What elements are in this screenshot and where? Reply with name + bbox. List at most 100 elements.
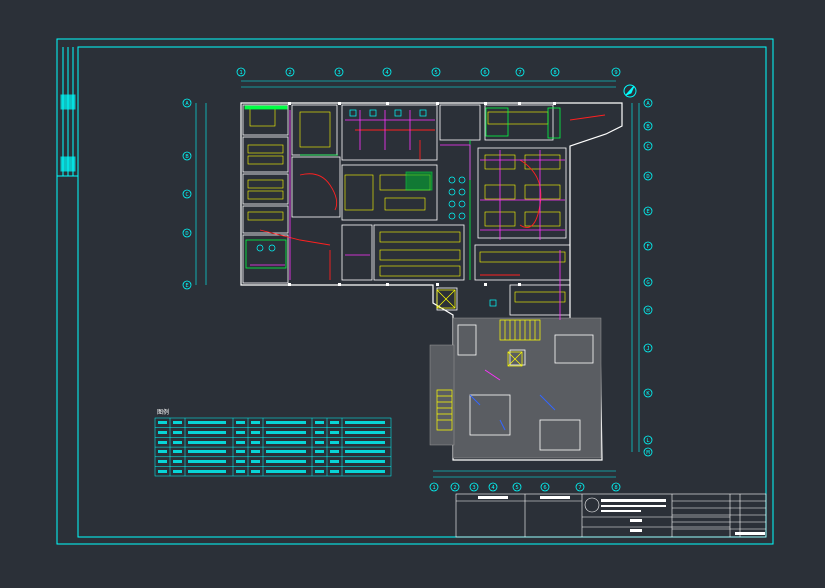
legend-cell-text xyxy=(266,431,306,434)
axis-bubble xyxy=(488,482,498,492)
axis-bubble xyxy=(469,482,479,492)
legend-cell-text xyxy=(315,470,324,473)
axis-bubble xyxy=(429,482,439,492)
legend-title: 图例 xyxy=(157,408,169,416)
stair-cores xyxy=(436,289,541,431)
axis-bubble xyxy=(382,67,392,77)
axis-label: 1 xyxy=(432,485,435,491)
light-fixtures xyxy=(256,109,497,307)
axis-bubble xyxy=(643,171,653,181)
axis-bubble xyxy=(643,206,653,216)
axis-bubble xyxy=(236,67,246,77)
axis-label: 7 xyxy=(578,485,581,491)
axis-bubble xyxy=(285,67,295,77)
legend-cell-text xyxy=(266,470,306,473)
legend-cell-text xyxy=(173,431,182,434)
legend-cell-text xyxy=(266,441,306,444)
axis-bubble xyxy=(540,482,550,492)
axis-bubble xyxy=(643,388,653,398)
floor-plan xyxy=(240,102,623,461)
legend-cell-text xyxy=(188,421,226,424)
dimension-lines xyxy=(195,80,640,478)
legend-cell-text xyxy=(251,460,260,463)
axis-bubble xyxy=(182,98,192,108)
axis-bubble xyxy=(182,280,192,290)
axis-label: 4 xyxy=(491,485,495,491)
legend-cell-text xyxy=(188,450,226,453)
legend-cell-text xyxy=(315,441,324,444)
axis-label: E xyxy=(646,209,649,215)
legend-cell-text xyxy=(345,470,385,473)
axis-label: C xyxy=(646,144,649,150)
legend-cell-text xyxy=(188,460,226,463)
axis-bubble xyxy=(182,151,192,161)
axis-bubble xyxy=(611,482,621,492)
structural-columns xyxy=(288,102,556,286)
axis-bubble xyxy=(611,67,621,77)
legend-cell-text xyxy=(330,441,339,444)
legend-cell-text xyxy=(236,460,245,463)
legend-cell-text xyxy=(330,470,339,473)
axis-bubble xyxy=(575,482,585,492)
axis-bubble xyxy=(643,241,653,251)
legend-cell-text xyxy=(158,460,167,463)
legend-cell-text xyxy=(158,441,167,444)
axis-label: 3 xyxy=(337,70,340,76)
legend-cell-text xyxy=(158,470,167,473)
legend-cell-text xyxy=(236,431,245,434)
legend-cell-text xyxy=(315,460,324,463)
legend-cell-text xyxy=(345,460,385,463)
axis-bubble xyxy=(643,435,653,445)
axis-label: F xyxy=(646,244,649,250)
legend-cell-text xyxy=(173,441,182,444)
axis-label: M xyxy=(646,450,650,456)
axis-label: 4 xyxy=(385,70,389,76)
axis-label: 2 xyxy=(453,485,456,491)
legend-cell-text xyxy=(330,431,339,434)
axis-label: 5 xyxy=(515,485,518,491)
legend-cell-text xyxy=(158,431,167,434)
axis-label: 6 xyxy=(483,70,486,76)
legend-cell-text xyxy=(315,421,324,424)
legend-cell-text xyxy=(345,450,385,453)
axis-bubble xyxy=(450,482,460,492)
axis-bubble xyxy=(182,189,192,199)
axis-bubble xyxy=(515,67,525,77)
axis-label: K xyxy=(646,391,650,397)
company-seal-icon xyxy=(584,497,600,513)
axis-bubble xyxy=(643,121,653,131)
axis-label: D xyxy=(185,231,188,237)
legend-cell-text xyxy=(330,421,339,424)
axis-label: G xyxy=(646,280,649,286)
axis-bubble xyxy=(643,98,653,108)
legend-cell-text xyxy=(251,431,260,434)
legend-cell-text xyxy=(266,450,306,453)
drawing-frame xyxy=(56,38,774,545)
legend-cell-text xyxy=(236,421,245,424)
axis-label: 1 xyxy=(239,70,242,76)
axis-bubble xyxy=(512,482,522,492)
axis-label: A xyxy=(185,101,189,107)
legend-cell-text xyxy=(266,460,306,463)
legend-cell-text xyxy=(188,431,226,434)
axis-label: 7 xyxy=(518,70,521,76)
hatched-lower-zone xyxy=(429,317,602,459)
axis-bubble xyxy=(643,277,653,287)
axis-bubble xyxy=(334,67,344,77)
axis-bubble xyxy=(643,447,653,457)
legend-cell-text xyxy=(251,421,260,424)
room-walls xyxy=(242,104,594,451)
legend-cell-text xyxy=(173,421,182,424)
axis-bubble xyxy=(182,228,192,238)
axis-label: 8 xyxy=(614,485,617,491)
axis-bubble xyxy=(643,343,653,353)
circuit-magenta xyxy=(250,110,565,381)
title-block xyxy=(455,493,767,538)
legend-cell-text xyxy=(345,421,385,424)
axis-bubble xyxy=(643,305,653,315)
